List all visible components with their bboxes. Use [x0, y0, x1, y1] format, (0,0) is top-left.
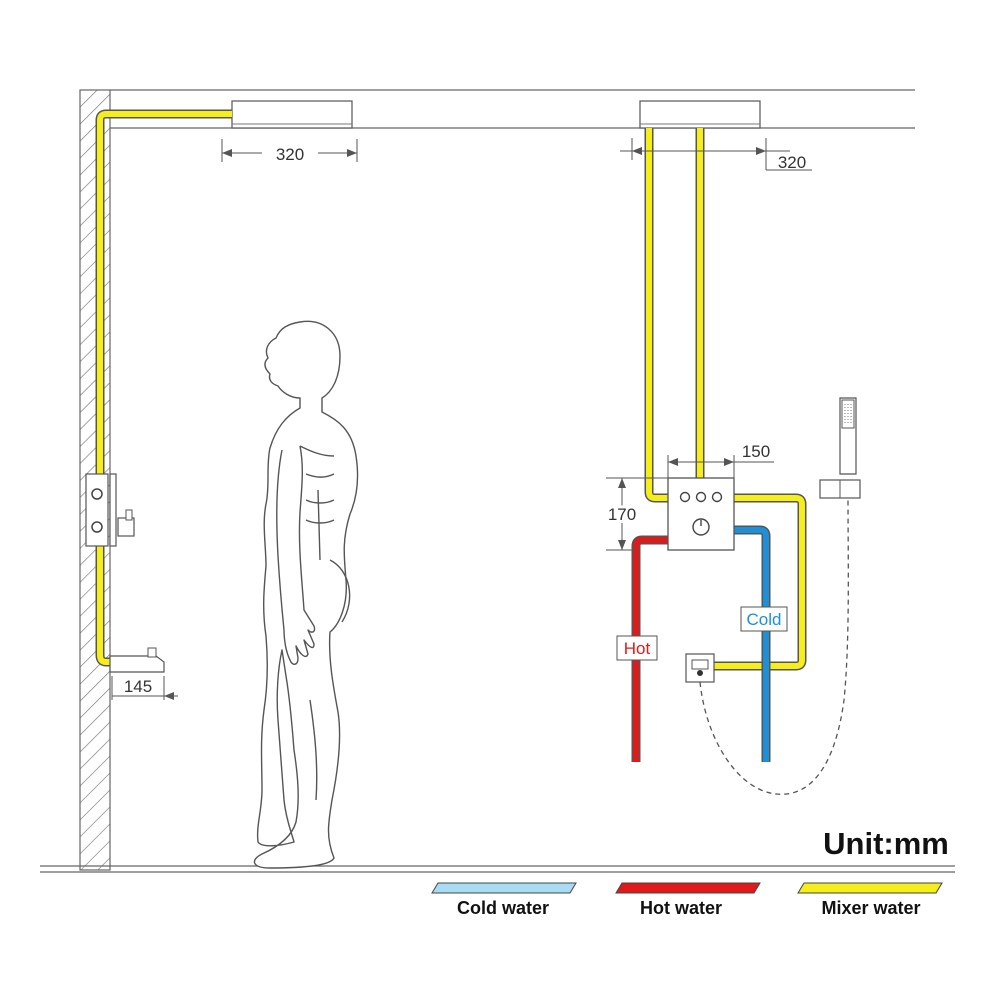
valve-button-2: [695, 491, 707, 503]
room-structure: [40, 89, 955, 873]
unit-label: Unit:mm: [823, 826, 949, 861]
legend-label-mixer: Mixer water: [821, 898, 920, 918]
left-shower-system: [85, 100, 353, 673]
left-mixer-pipe-upper: [92, 109, 232, 485]
valve-knob: [692, 518, 710, 536]
legend-item-hot: Hot water: [615, 882, 761, 918]
valve-height-label: 170: [608, 505, 636, 524]
right-head-width-label: 320: [778, 153, 806, 172]
left-dimensions: 320 145: [111, 139, 358, 700]
pipe-tags: Hot Cold: [616, 606, 788, 661]
legend-swatch-cold: [431, 882, 577, 894]
hot-tag-box: [616, 635, 658, 661]
valve-button-1: [679, 491, 691, 503]
legend-label-cold: Cold water: [457, 898, 549, 918]
left-head-width-label: 320: [276, 145, 304, 164]
left-control-knob: [117, 517, 135, 537]
cold-tag-label: Cold: [747, 610, 782, 629]
legend-item-cold: Cold water: [431, 882, 577, 918]
hot-tag-label: Hot: [624, 639, 651, 658]
cold-water-pipe: [734, 525, 771, 762]
left-tub-spout: [109, 655, 165, 673]
legend-swatch-mixer: [797, 882, 943, 894]
left-valve-body: [85, 473, 109, 547]
hand-shower-hose: [699, 497, 849, 795]
valve-width-label: 150: [742, 442, 770, 461]
thermostatic-valve-plate: [667, 477, 735, 551]
cold-tag-box: [740, 606, 788, 632]
legend-label-hot: Hot water: [640, 898, 722, 918]
legend-swatch-hot: [615, 882, 761, 894]
right-shower-system: [631, 100, 861, 795]
right-dimensions: 320 150 170: [605, 138, 812, 551]
legend-item-mixer: Mixer water: [797, 882, 943, 918]
legend: Cold water Hot water Mixer water: [431, 882, 943, 918]
spout-projection-label: 145: [124, 677, 152, 696]
human-figure: [253, 320, 359, 869]
valve-button-3: [711, 491, 723, 503]
hand-shower: [819, 397, 861, 499]
left-control-plate: [109, 473, 117, 547]
